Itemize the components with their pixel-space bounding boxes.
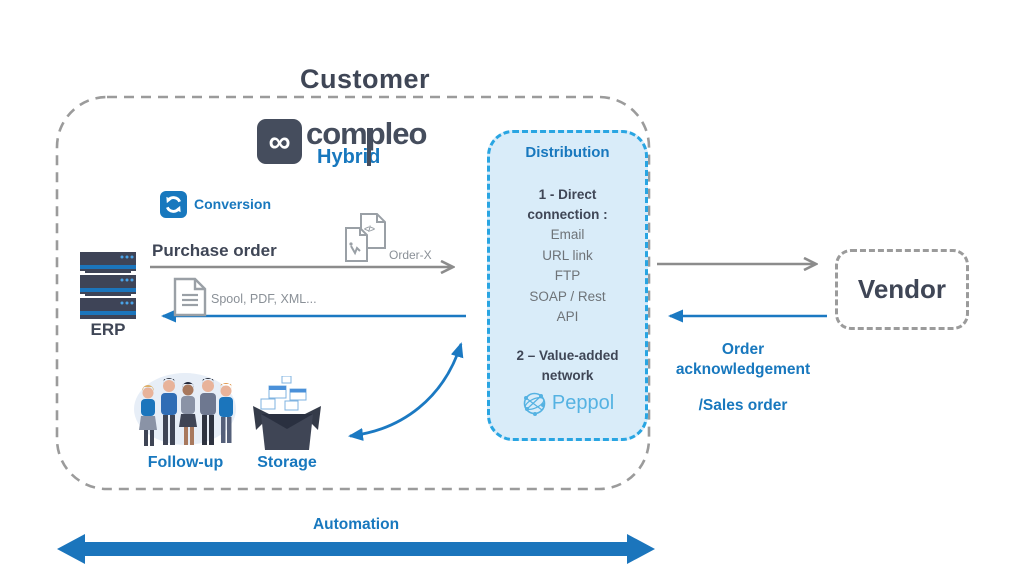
peppol-network-icon: [523, 392, 546, 416]
infinity-icon: ∞: [268, 123, 291, 159]
follow-up-label: Follow-up: [147, 454, 224, 471]
conversion-refresh-icon: [160, 191, 187, 218]
conversion-label: Conversion: [194, 196, 272, 212]
automation-label: Automation: [312, 516, 400, 533]
vendor-label: Vendor: [857, 274, 947, 304]
direct-connection-heading-line2: connection :: [527, 207, 608, 222]
sales-order-label: /Sales order: [698, 397, 788, 414]
value-added-network-heading-line2: network: [541, 367, 594, 383]
peppol-label: Peppol: [551, 391, 615, 414]
value-added-network-heading-line1: 2 – Value-added: [516, 347, 619, 363]
storage-box-illustration: [253, 376, 321, 450]
spool-label: Spool, PDF, XML...: [211, 292, 317, 306]
customer-zone-title: Customer: [299, 64, 431, 94]
erp-server-icon: [76, 252, 140, 319]
peppol-logo: Peppol: [521, 390, 614, 417]
vendor-box: Vendor: [835, 249, 969, 330]
distribution-option-api: API: [556, 309, 579, 324]
distribution-option-email: Email: [550, 227, 585, 242]
distribution-option-ftp: FTP: [554, 268, 581, 283]
compleo-logo-icon: ∞: [257, 119, 302, 164]
erp-label: ERP: [90, 320, 126, 339]
order-acknowledgement-line2: acknowledgement: [675, 361, 811, 378]
order-x-documents-icon: [345, 213, 386, 262]
order-acknowledgement-line1: Order: [721, 341, 765, 358]
spool-document-icon: [173, 277, 207, 317]
compleo-logo-bar: [367, 128, 371, 166]
follow-up-people-illustration: [134, 373, 236, 446]
direct-connection-heading-line1: 1 - Direct: [538, 187, 597, 202]
code-glyph: </>: [364, 224, 375, 234]
distribution-title: Distribution: [525, 144, 610, 161]
storage-label: Storage: [257, 454, 317, 471]
distribution-box: Distribution 1 - Direct connection : Ema…: [487, 130, 648, 441]
purchase-order-label: Purchase order: [152, 241, 277, 260]
distribution-option-soap-rest: SOAP / Rest: [529, 288, 606, 304]
order-acknowledgement-label: Order acknowledgement: [667, 340, 819, 380]
storage-distribution-curve-arrow: [348, 342, 464, 441]
compleo-logo-word: compleo: [306, 116, 427, 152]
automation-double-arrow: [57, 534, 655, 564]
order-x-label: Order-X: [389, 248, 432, 262]
compleo-logo-sub: Hybrid: [317, 146, 381, 168]
distribution-option-url-link: URL link: [542, 247, 593, 263]
